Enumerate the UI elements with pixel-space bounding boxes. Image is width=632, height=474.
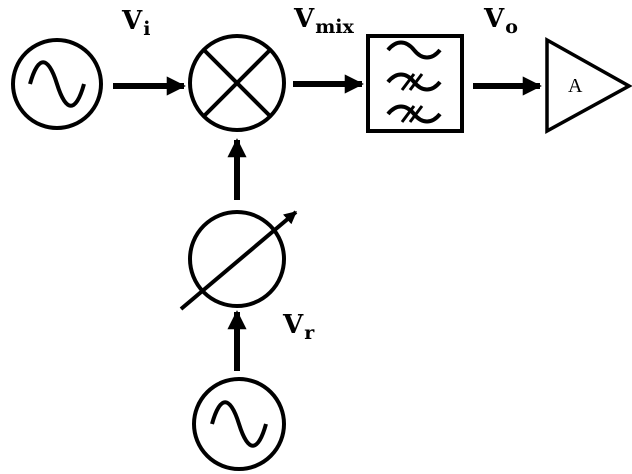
label-vi-main: V: [122, 6, 143, 36]
reference-source-icon: [192, 377, 286, 471]
label-vr-sub: r: [304, 322, 315, 344]
amplifier-icon: [545, 37, 632, 134]
label-vmix-main: V: [294, 4, 315, 34]
label-vo-sub: o: [505, 16, 518, 38]
filter-icon: [366, 34, 464, 133]
label-vi: Vi: [122, 6, 150, 39]
amplifier-label: A: [568, 75, 583, 97]
label-vr: Vr: [283, 310, 314, 343]
label-vmix-sub: mix: [315, 16, 354, 38]
input-source-icon: [11, 38, 103, 130]
label-vo: Vo: [484, 4, 518, 37]
label-vo-main: V: [484, 4, 505, 34]
label-vmix: Vmix: [294, 4, 354, 37]
label-vi-sub: i: [143, 18, 151, 40]
mixer-icon: [188, 34, 286, 132]
label-vr-main: V: [283, 310, 304, 340]
phase-shifter-icon: [179, 210, 298, 311]
